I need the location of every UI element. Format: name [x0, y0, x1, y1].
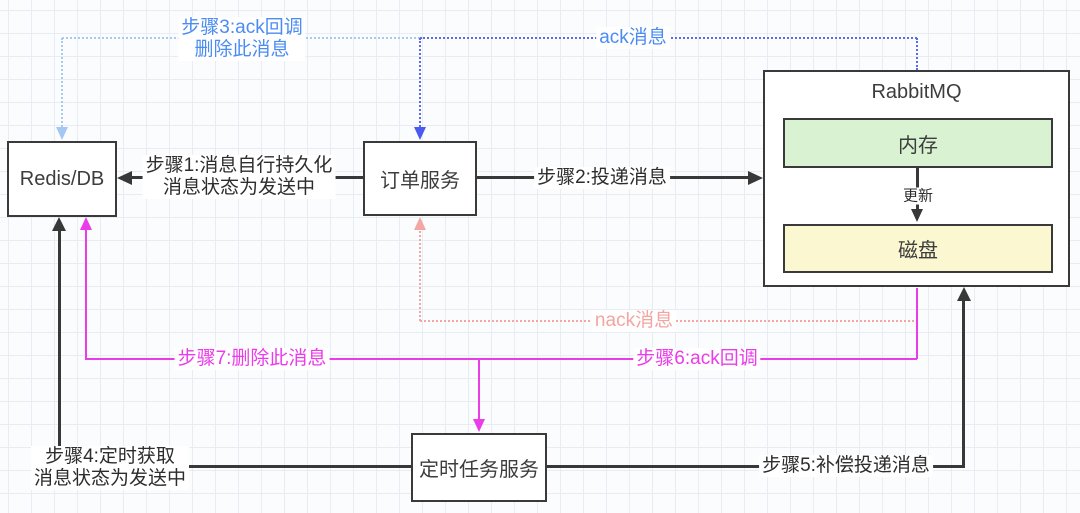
- step2-label: 步骤2:投递消息: [534, 167, 670, 189]
- update-label: 更新: [899, 187, 937, 205]
- step4-label-line1: 步骤4:定时获取: [45, 446, 175, 467]
- step5-line-vertical: [962, 300, 965, 466]
- node-order-service: 订单服务: [363, 141, 477, 216]
- ack-arrowhead-down-icon: [414, 127, 426, 140]
- step5-label: 步骤5:补偿投递消息: [759, 455, 933, 477]
- rabbitmq-memory-box: 内存: [783, 118, 1053, 168]
- step6-step7-line-horizontal: [85, 358, 917, 360]
- redis-db-label: Redis/DB: [19, 167, 105, 190]
- step1-label: 步骤1:消息自行持久化 消息状态为发送中: [142, 155, 336, 199]
- rabbitmq-disk-box: 磁盘: [783, 224, 1053, 273]
- step6-arrowhead-down-icon: [473, 419, 485, 432]
- nack-line-vertical: [419, 231, 421, 321]
- node-task-service: 定时任务服务: [411, 433, 547, 502]
- step6-label: 步骤6:ack回调: [633, 348, 761, 370]
- step3-label-line2: 删除此消息: [194, 39, 290, 60]
- step4-label-line2: 消息状态为发送中: [33, 468, 187, 489]
- node-redis-db: Redis/DB: [7, 141, 117, 217]
- step7-label: 步骤7:删除此消息: [174, 348, 330, 370]
- task-service-label: 定时任务服务: [419, 459, 539, 481]
- step2-arrowhead-right-icon: [748, 171, 763, 185]
- step4-label: 步骤4:定时获取 消息状态为发送中: [30, 446, 190, 490]
- rabbitmq-title: RabbitMQ: [871, 81, 962, 103]
- step3-ack-line-vertical: [61, 38, 63, 127]
- step1-label-line1: 步骤1:消息自行持久化: [145, 155, 333, 176]
- step6-line-from-rabbitmq-vertical: [916, 288, 918, 359]
- step6-line-to-task-vertical: [478, 359, 480, 419]
- node-rabbitmq: RabbitMQ 内存 更新 磁盘: [763, 70, 1070, 287]
- update-arrowhead-down-icon: [911, 209, 923, 222]
- step4-line-vertical: [58, 230, 61, 467]
- ack-line-to-order-vertical: [419, 38, 421, 127]
- nack-arrowhead-up-icon: [414, 217, 426, 230]
- step3-label: 步骤3:ack回调 删除此消息: [178, 17, 306, 61]
- memory-label: 内存: [898, 134, 938, 157]
- disk-label: 磁盘: [898, 240, 938, 262]
- order-service-label: 订单服务: [380, 170, 460, 192]
- step7-line-to-redis-vertical: [85, 230, 87, 360]
- step1-arrowhead-left-icon: [117, 171, 132, 185]
- step5-line-horizontal: [547, 465, 965, 468]
- step7-arrowhead-up-icon: [80, 217, 92, 230]
- ack-line-from-rabbitmq-vertical: [916, 38, 918, 70]
- nack-label: nack消息: [591, 310, 677, 332]
- ack-label: ack消息: [596, 27, 670, 49]
- step1-label-line2: 消息状态为发送中: [162, 177, 316, 198]
- step5-arrowhead-up-icon: [957, 287, 971, 301]
- step3-label-line1: 步骤3:ack回调: [181, 17, 303, 38]
- step3-arrowhead-down-icon: [56, 127, 68, 140]
- step4-arrowhead-up-icon: [52, 217, 66, 231]
- step4-line-horizontal: [58, 465, 411, 468]
